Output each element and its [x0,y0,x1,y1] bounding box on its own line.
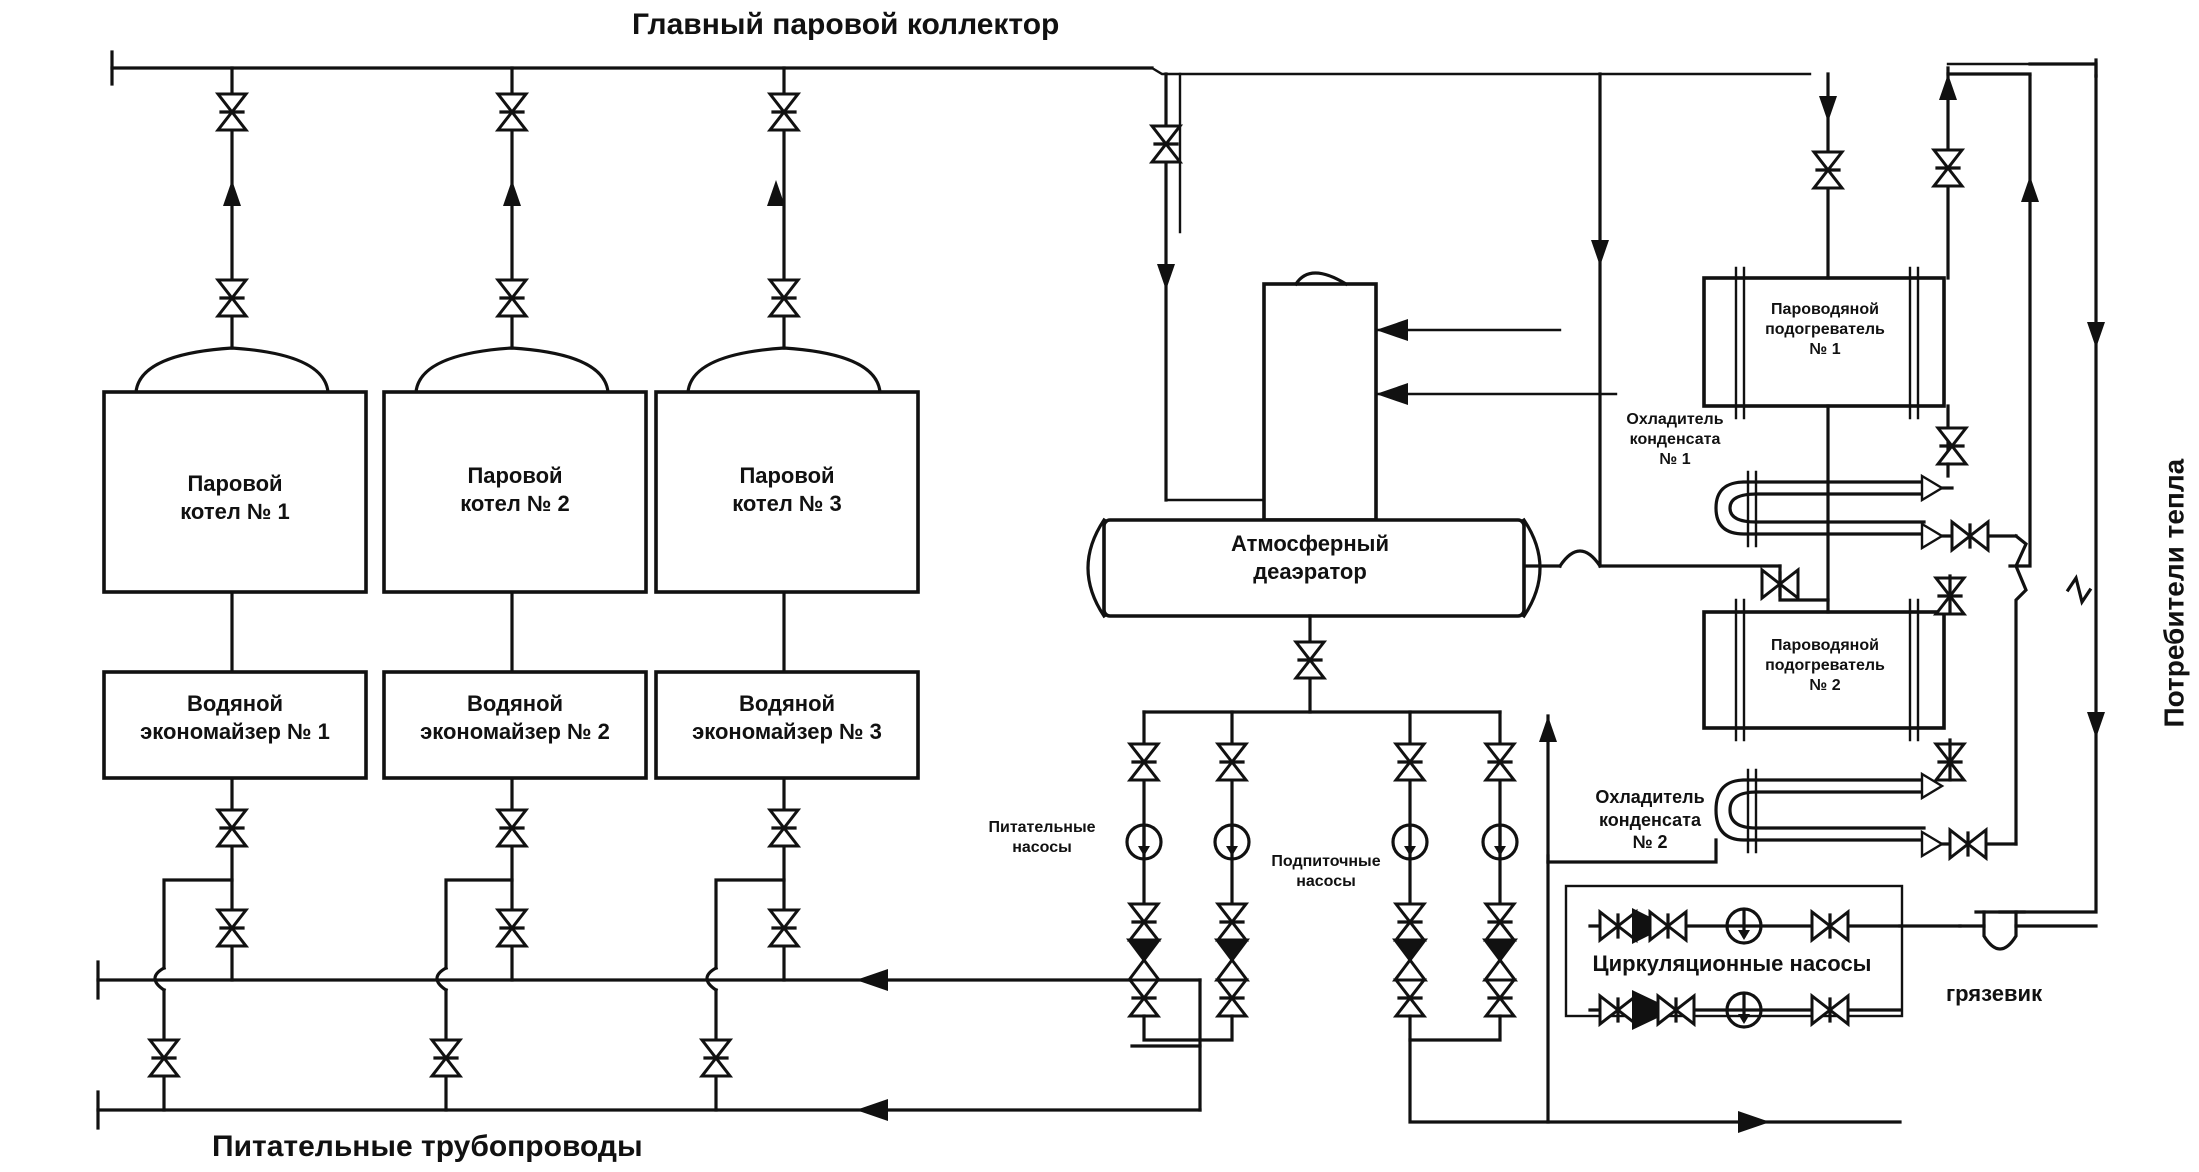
boiler-column-1 [134,66,330,1112]
economizer-3 [654,670,920,780]
boiler-3 [654,390,920,594]
mud-trap [1958,910,2098,951]
circulation-pumps [1564,884,1962,1030]
mud-trap-label: грязевик [1946,981,2043,1006]
makeup-pumps [1391,710,1902,1133]
main-steam-header-title: Главный паровой коллектор [632,8,1060,41]
circulation-pumps-label: Циркуляционные насосы [1592,951,1872,976]
feed-pipelines-title: Питательные трубопроводы [212,1130,643,1163]
boiler-column-3 [686,66,882,1112]
boiler-1 [102,390,368,594]
condensate-cooler-1 [1714,470,2018,552]
economizer-1 [102,670,368,780]
heat-consumers-label: Потребители тепла [2158,458,2190,728]
deaerator-tank [1102,518,1526,618]
boiler-2 [382,390,648,594]
boiler-column-2 [414,66,610,1112]
economizer-2 [382,670,648,780]
feed-pumps [1125,710,1251,1042]
deaerator-column [1262,282,1378,522]
condensate-cooler-2 [1714,768,2018,860]
